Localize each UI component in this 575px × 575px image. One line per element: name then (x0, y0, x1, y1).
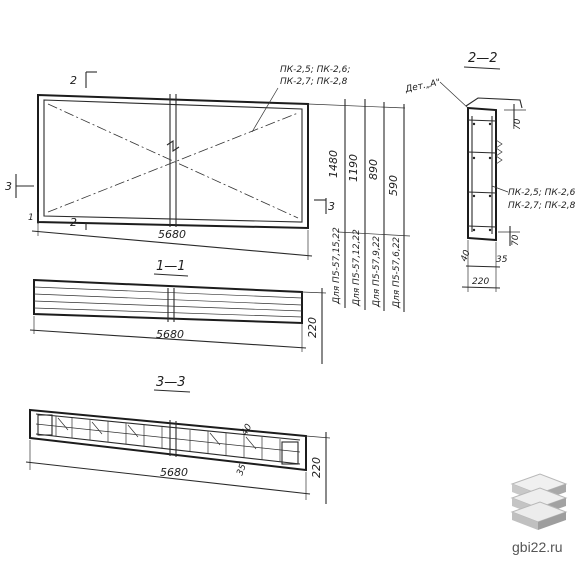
section-2-2-top-flange (465, 97, 523, 109)
section-3-label-left: 3 (5, 180, 12, 193)
dim-width-220: 220 (472, 277, 489, 287)
dim-35: 35 (496, 255, 508, 265)
section-1-1-length: 5680 (156, 328, 184, 341)
dim-70-top: 70 (513, 118, 523, 130)
dim-40: 40 (459, 249, 472, 263)
section-2-2-panel-label-2: ПК-2,7; ПК-2,8 (508, 201, 575, 211)
section-2-label-bottom: 2 (70, 216, 77, 229)
section-3-3: 3—3 40 35 (25, 375, 331, 504)
section-2-2-label-leader (491, 185, 509, 193)
section-2-2: 2—2 Дет.„А" 70 70 ПК-2,5; ПК (404, 51, 575, 292)
section-3-3-dim-35: 35 (235, 463, 248, 477)
section-3-3-rebar (35, 416, 301, 462)
section-1-1-title-underline (153, 273, 189, 277)
section-1-1-outline (33, 278, 303, 325)
dim-40-35-line (465, 265, 501, 268)
height-value-4: 590 (387, 175, 400, 196)
section-3-label-right: 3 (328, 200, 335, 213)
plan-break-symbol (166, 139, 180, 153)
height-value-1: 1480 (327, 150, 340, 178)
section-2-2-title: 2—2 (468, 51, 498, 66)
section-1-1-thickness: 220 (306, 317, 319, 338)
detail-a-label: Дет.„А" (404, 78, 442, 95)
section-2-2-title-underline (463, 66, 501, 70)
height-dim-base (337, 231, 411, 237)
plan-rib-outline (43, 99, 303, 223)
section-2-2-rib-2 (467, 151, 497, 154)
height-note-1: Для П5-57,15,22 (332, 227, 342, 305)
dim-70-bottom: 70 (511, 234, 521, 246)
height-value-2: 1190 (347, 154, 360, 182)
section-2-2-rib-3 (467, 191, 497, 194)
section-2-2-panel-label-1: ПК-2,5; ПК-2,6; (508, 188, 575, 198)
section-2-2-rebar-dots (472, 122, 492, 232)
plan-diagonal-2 (47, 112, 299, 213)
section-3-3-title: 3—3 (156, 375, 186, 390)
section-3-3-length-dim (25, 461, 311, 495)
section-3-3-inner-top (35, 413, 301, 441)
plan-length-dim-line (31, 230, 313, 257)
plan-length-value: 5680 (158, 228, 186, 241)
height-note-3: Для П5-57,9,22 (372, 236, 382, 308)
plan-height-ext-top (307, 103, 406, 109)
section-3-3-end-left (37, 414, 53, 436)
section-3-3-outline (29, 408, 307, 472)
stacked-slabs-logo-icon (510, 473, 568, 530)
brand-site-name: gbi22.ru (512, 539, 563, 555)
section-1-1-title: 1—1 (156, 259, 186, 274)
height-note-2: Для П5-57,12,22 (352, 229, 362, 307)
dim-width-line (461, 286, 501, 289)
section-1-1-length-dim (29, 329, 307, 349)
section-2-2-break-zigzag (495, 139, 503, 165)
plan-panel-label-2: ПК-2,7; ПК-2,8 (280, 77, 348, 87)
section-1-1: 1—1 5680 220 (29, 259, 327, 364)
section-2-2-rib-4 (467, 225, 497, 228)
plan-panel-label-1: ПК-2,5; ПК-2,6; (280, 65, 350, 75)
section-1-label: 1 (28, 213, 34, 223)
section-3-3-inner-bottom (35, 433, 301, 465)
height-note-4: Для П5-57,6,22 (392, 237, 402, 309)
section-2-2-rib-1 (467, 119, 497, 122)
section-2-label-top: 2 (70, 74, 77, 87)
section-2-2-body (467, 106, 497, 242)
section-3-3-end-right (281, 441, 299, 465)
plan-view: 2 2 3 3 1 ПК-2,5; ПК-2,6; ПК-2,7; ПК-2,8… (5, 65, 411, 312)
height-value-3: 890 (367, 159, 380, 180)
plan-label-leader (251, 87, 279, 133)
section-3-3-length: 5680 (160, 466, 188, 479)
detail-a-leader (439, 81, 469, 109)
section-3-3-thickness: 220 (310, 457, 323, 478)
plan-panel-outline (37, 93, 309, 230)
brand-logo: gbi22.ru (510, 473, 568, 555)
section-3-3-title-underline (153, 389, 191, 393)
plan-diagonal-1 (47, 103, 299, 219)
